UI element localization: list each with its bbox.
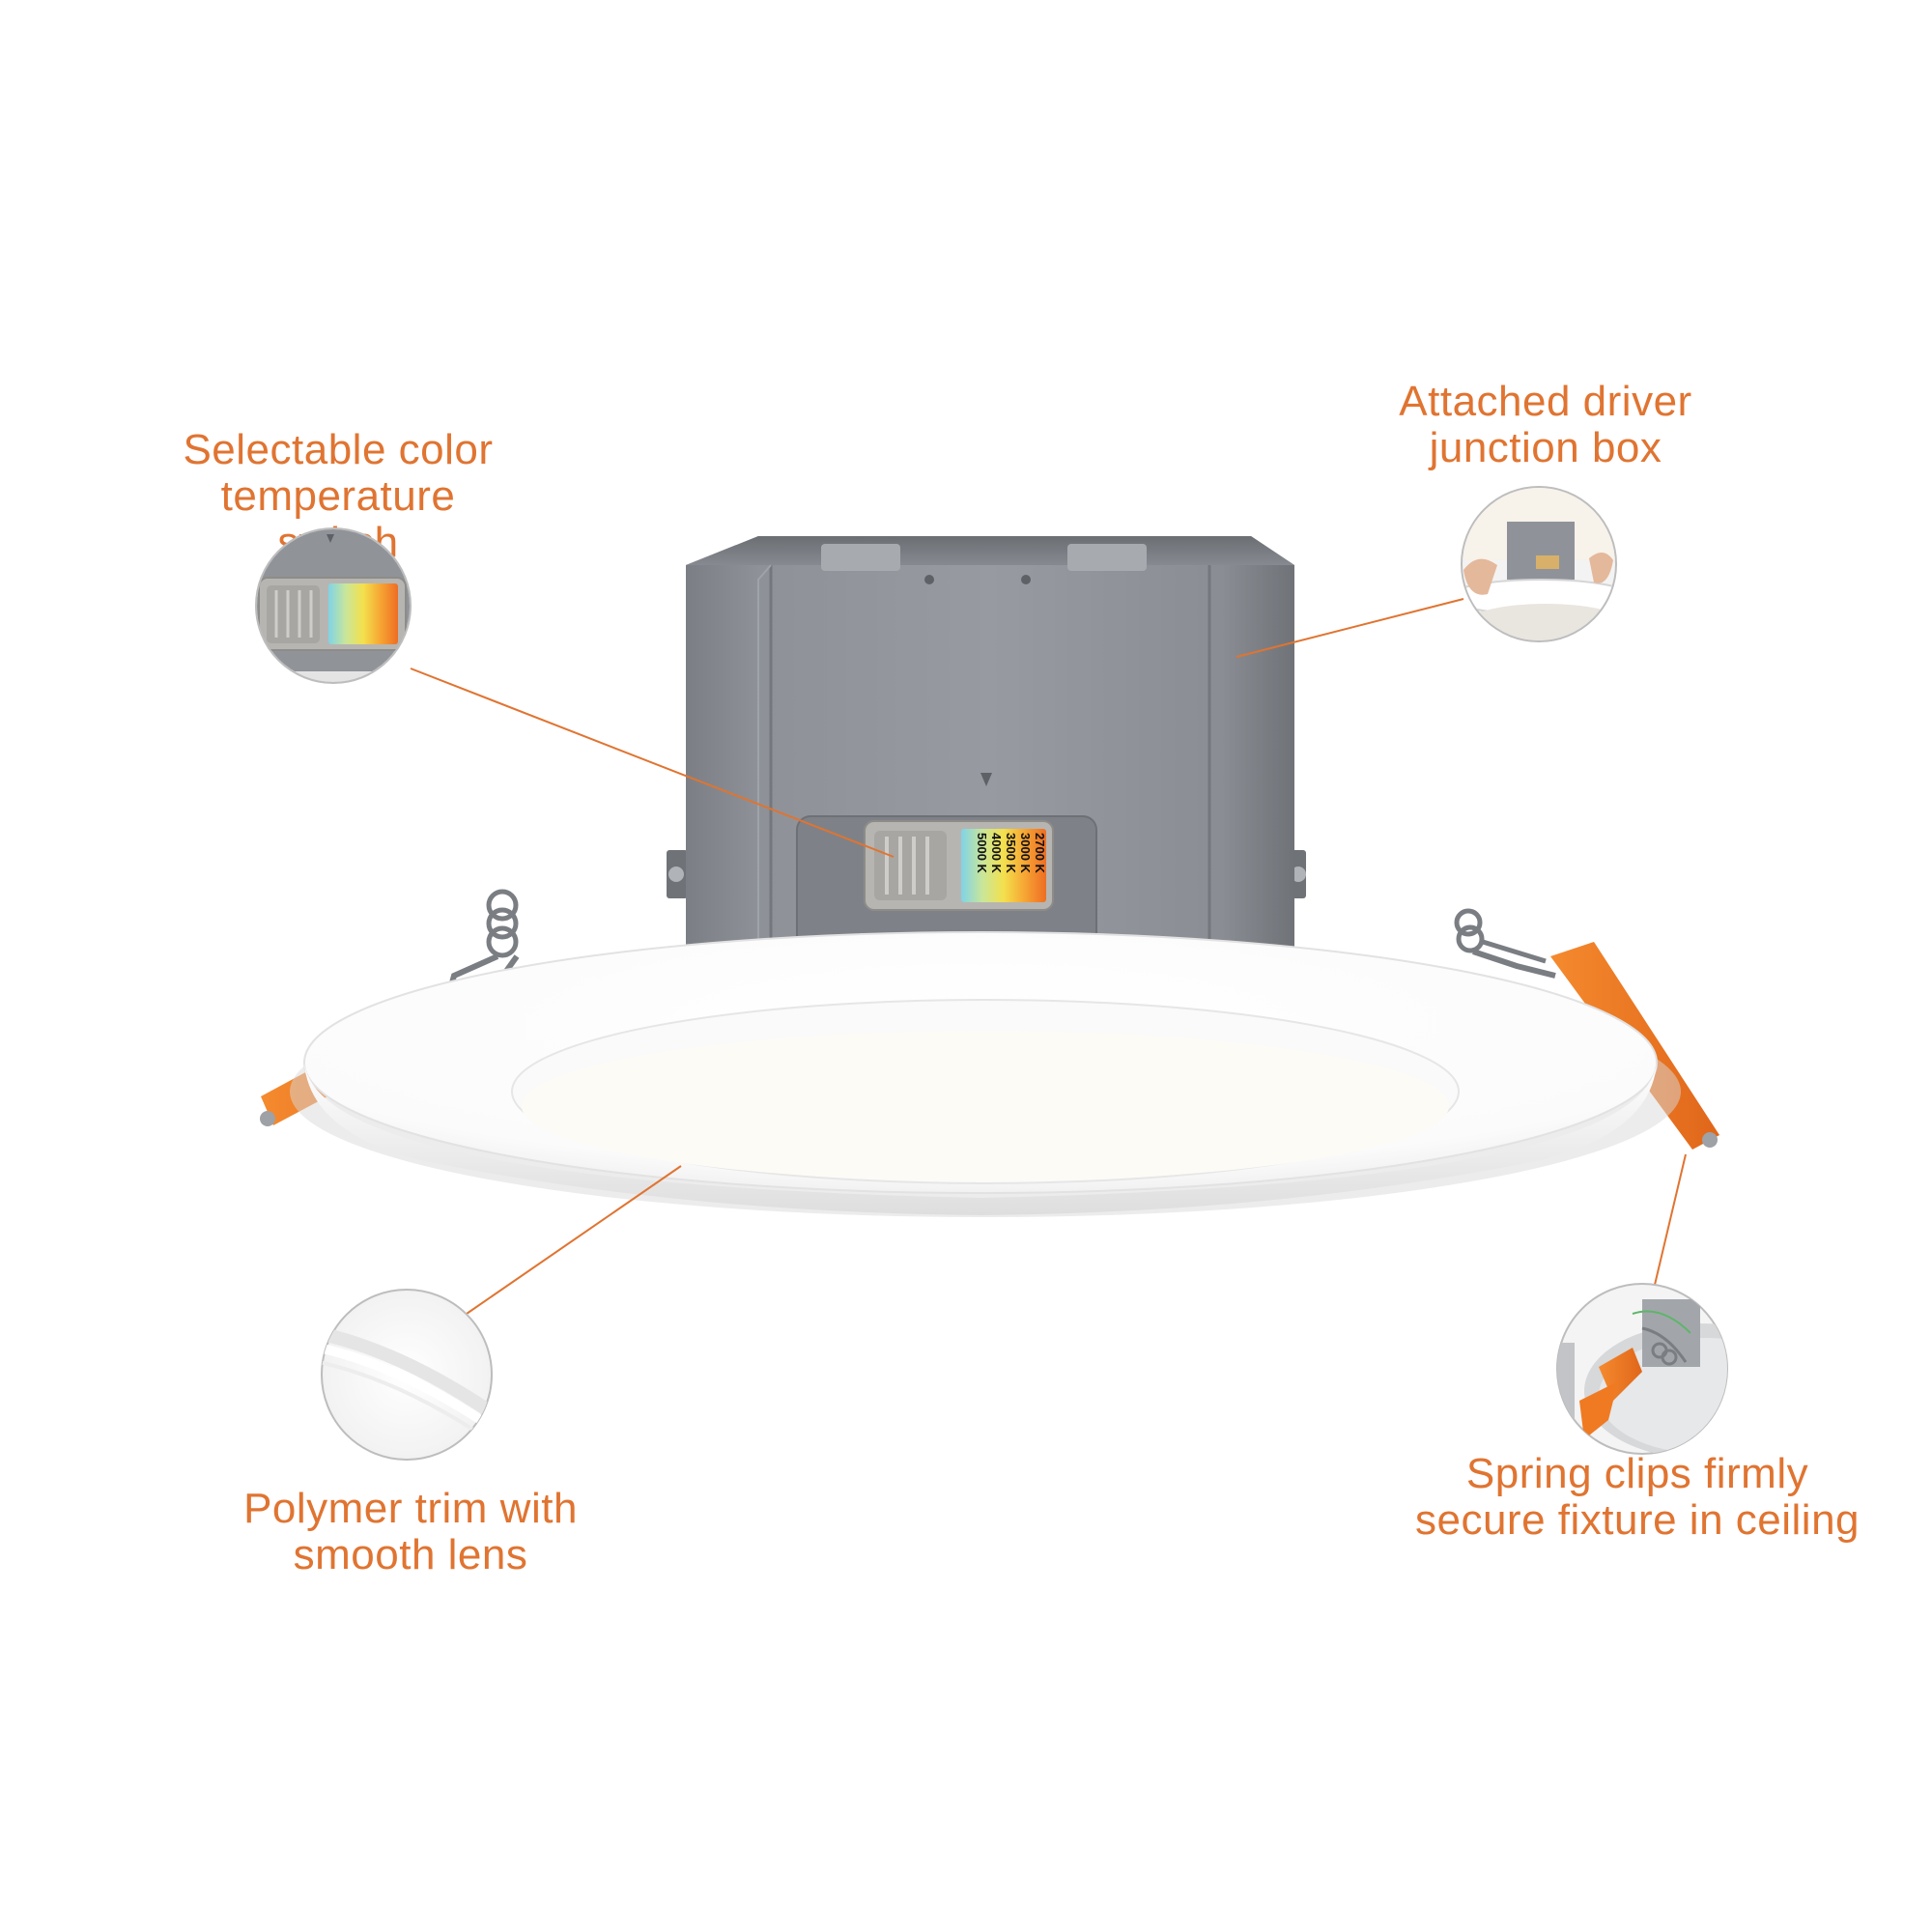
temp-scale (961, 829, 1046, 902)
callout-line: Polymer trim with (243, 1485, 578, 1532)
leader-line (410, 668, 895, 858)
callout-line: Selectable color (183, 426, 494, 473)
leader-lines (410, 598, 1687, 1315)
callout-spring-clips: Spring clips firmly secure fixture in ce… (1410, 1451, 1864, 1544)
callout-line: smooth lens (293, 1531, 528, 1578)
temp-label: 5000 K (975, 833, 989, 874)
polymer-trim (290, 931, 1681, 1217)
box-tab (1067, 544, 1147, 571)
leader-line (466, 1165, 682, 1315)
screw-icon (668, 867, 684, 882)
callout-trim: Polymer trim with smooth lens (232, 1486, 589, 1578)
temp-label: 3000 K (1018, 833, 1033, 874)
callout-line: secure fixture in ceiling (1414, 1496, 1861, 1544)
detail-circle-junction-box (1461, 486, 1617, 642)
callout-line: Spring clips firmly (1465, 1450, 1809, 1497)
leader-line (1654, 1153, 1687, 1286)
detail-circle-spring-clip (1556, 1283, 1728, 1455)
leader-line (1236, 598, 1464, 658)
arrow-mark (980, 773, 992, 786)
callout-junction-box: Attached driver junction box (1372, 379, 1719, 471)
color-temp-switch: 2700 K 3000 K 3500 K 4000 K 5000 K (864, 820, 1054, 911)
temp-label: 2700 K (1033, 833, 1047, 874)
temp-label: 3500 K (1004, 833, 1018, 874)
callout-line: Attached driver (1399, 378, 1692, 425)
detail-circle-switch (255, 527, 412, 684)
detail-circle-trim (321, 1289, 493, 1461)
temp-label: 4000 K (989, 833, 1004, 874)
box-tab (821, 544, 900, 571)
box-top (686, 536, 1294, 565)
callout-color-switch: Selectable color temperature switch (155, 427, 522, 566)
callout-line: junction box (1429, 424, 1662, 471)
junction-box: 2700 K 3000 K 3500 K 4000 K 5000 K (667, 536, 1306, 966)
